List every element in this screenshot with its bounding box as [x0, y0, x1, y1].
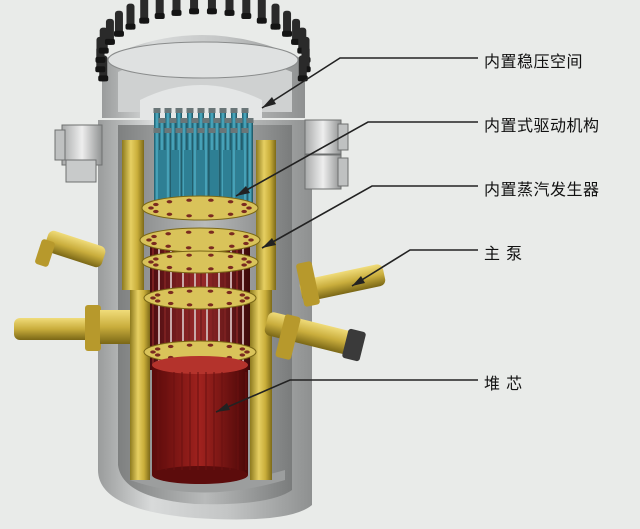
leader-line-core	[215, 379, 478, 413]
main-pump-right-lower	[264, 312, 366, 362]
main-pump-right-upper	[296, 261, 386, 307]
leader-line-drive-mechanism	[235, 121, 478, 197]
leader-lines	[215, 57, 478, 413]
vessel-head	[102, 35, 305, 120]
reactor-core	[152, 356, 248, 484]
label-drive-mechanism: 内置式驱动机构	[484, 116, 600, 135]
label-steam-generator: 内置蒸汽发生器	[484, 180, 600, 199]
leader-line-steam-generator	[261, 185, 478, 249]
leader-arrowheads	[216, 97, 365, 412]
leader-line-main-pump	[351, 249, 478, 287]
label-main-pump: 主 泵	[484, 244, 523, 263]
main-pump-left-lower	[14, 305, 130, 351]
head-bolts	[95, 0, 311, 82]
main-pump-left-upper	[35, 230, 106, 268]
label-pressurizer: 内置稳压空间	[484, 52, 584, 71]
label-core: 堆 芯	[484, 374, 523, 393]
top-right-nozzle	[304, 119, 349, 190]
top-left-nozzle	[54, 124, 103, 183]
internal-shroud	[122, 140, 276, 480]
drive-mechanism-rods	[153, 108, 254, 212]
leader-line-pressurizer	[261, 57, 478, 109]
